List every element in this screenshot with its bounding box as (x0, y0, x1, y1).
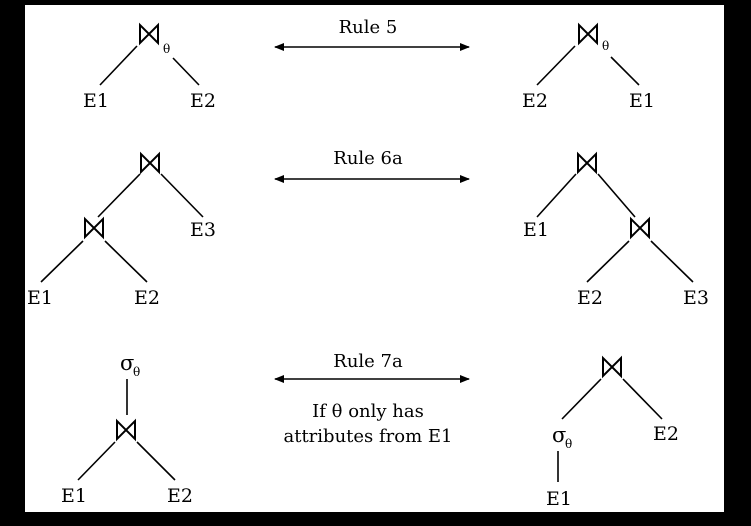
relation-e2: E2 (167, 485, 193, 507)
relation-e3: E3 (190, 219, 216, 241)
tree-edge (172, 57, 200, 86)
tree-edge (650, 240, 694, 283)
tree-edge (160, 173, 204, 218)
relation-e1: E1 (27, 287, 53, 309)
relation-e1: E1 (83, 90, 109, 112)
rule-6a-label: Rule 6a (333, 148, 403, 169)
tree-edge (586, 240, 630, 283)
tree-edge (536, 45, 576, 86)
tree-edge (622, 378, 663, 420)
relation-e2: E2 (577, 287, 603, 309)
tree-edge (610, 56, 640, 86)
relation-e2: E2 (653, 423, 679, 445)
relation-e2: E2 (134, 287, 160, 309)
join-condition-theta: θ (163, 42, 170, 56)
diagram-frame: θ E1 E2 Rule 5 θ E2 E1 E3 E1 E2 Rule 6a … (25, 5, 724, 512)
join-icon (116, 418, 136, 442)
join-icon (139, 22, 159, 46)
rule-7a-label: Rule 7a (333, 351, 403, 372)
tree-edge (97, 173, 141, 218)
join-icon (578, 22, 598, 46)
tree-edge (136, 441, 176, 481)
relation-e1: E1 (523, 219, 549, 241)
rule-5-label: Rule 5 (339, 17, 398, 38)
relation-e1: E1 (629, 90, 655, 112)
relation-e1: E1 (61, 485, 87, 507)
rule7a-left-tree: σ θ E1 E2 (61, 351, 193, 507)
rule5-right-tree: θ E2 E1 (522, 22, 655, 112)
condition-note-line-2: attributes from E1 (283, 426, 452, 447)
selection-condition-theta: θ (133, 365, 140, 379)
rule7a-right-tree: σ θ E2 E1 (546, 355, 679, 510)
tree-edge (40, 240, 84, 283)
join-icon (84, 216, 104, 240)
relation-e1: E1 (546, 488, 572, 510)
relation-e2: E2 (190, 90, 216, 112)
tree-edge (99, 45, 138, 86)
tree-edge (104, 240, 148, 283)
relational-algebra-equivalence-diagram: θ E1 E2 Rule 5 θ E2 E1 E3 E1 E2 Rule 6a … (27, 17, 709, 510)
join-icon (140, 151, 160, 175)
condition-note-line-1: If θ only has (312, 401, 424, 422)
rule5-left-tree: θ E1 E2 (83, 22, 216, 112)
tree-edge (561, 378, 602, 420)
selection-sigma: σ (120, 351, 134, 375)
rule6a-left-tree: E3 E1 E2 (27, 151, 216, 309)
tree-edge (597, 173, 636, 218)
selection-sigma: σ (552, 423, 566, 447)
selection-condition-theta: θ (565, 437, 572, 451)
join-condition-theta: θ (602, 39, 609, 53)
tree-edge (77, 441, 116, 481)
relation-e3: E3 (683, 287, 709, 309)
join-icon (602, 355, 622, 379)
rule6a-right-tree: E1 E2 E3 (523, 151, 709, 309)
join-icon (577, 151, 597, 175)
relation-e2: E2 (522, 90, 548, 112)
tree-edge (536, 173, 577, 218)
join-icon (630, 216, 650, 240)
